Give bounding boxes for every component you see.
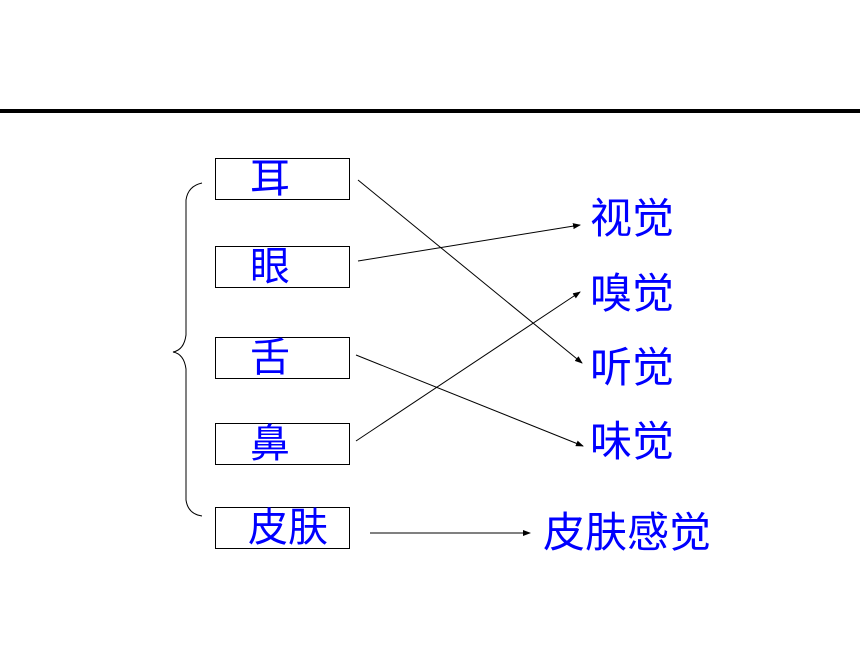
organ-label-nose: 鼻: [250, 421, 290, 467]
organ-box-nose: 鼻: [215, 423, 350, 465]
arrow-eye-to-sight: [357, 223, 581, 262]
organ-box-tongue: 舌: [215, 337, 350, 379]
organ-label-skin: 皮肤: [248, 505, 328, 551]
sense-label-touch: 皮肤感觉: [543, 508, 712, 557]
arrow-ear-to-hearing: [357, 179, 583, 364]
organ-box-skin: 皮肤: [215, 507, 350, 549]
arrow-tongue-to-taste: [355, 354, 584, 447]
organ-box-ear: 耳: [215, 158, 350, 200]
arrow-nose-to-smell: [355, 291, 581, 442]
sense-label-sight: 视觉: [590, 194, 675, 243]
organ-group-brace: [172, 182, 203, 517]
sense-label-hearing: 听觉: [590, 343, 675, 392]
sense-label-smell: 嗅觉: [590, 269, 675, 318]
organ-label-ear: 耳: [250, 156, 290, 202]
organ-label-eye: 眼: [250, 244, 290, 290]
organ-box-eye: 眼: [215, 246, 350, 288]
sense-label-taste: 味觉: [590, 417, 675, 466]
organ-label-tongue: 舌: [250, 335, 290, 381]
title-divider: [0, 109, 860, 113]
